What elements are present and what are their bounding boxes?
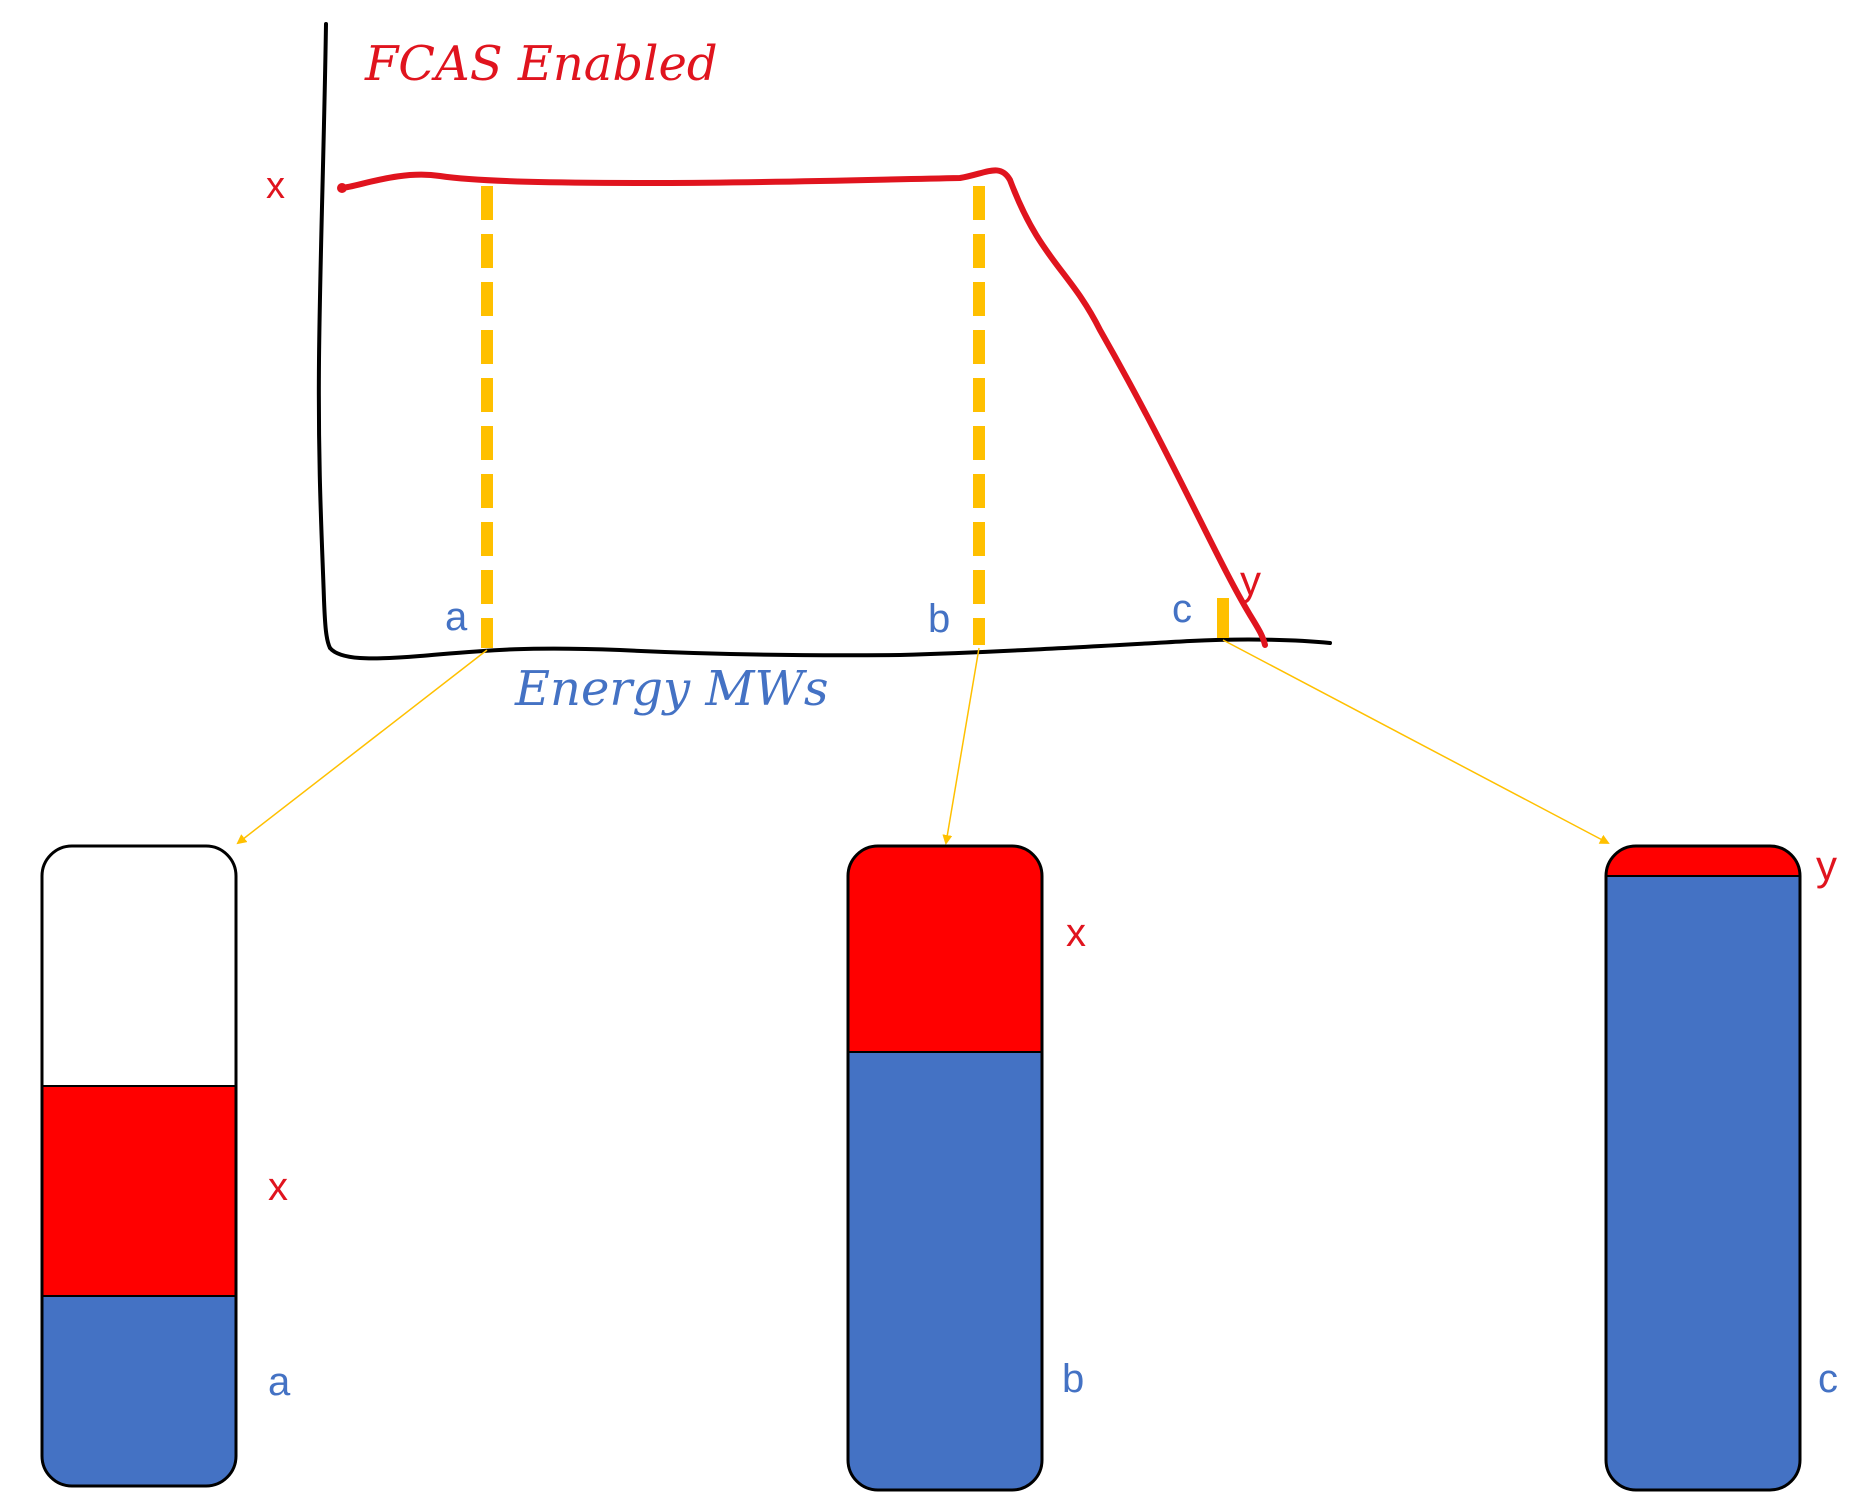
- bar-c-c-label: c: [1818, 1357, 1838, 1401]
- x-axis: [328, 637, 1332, 661]
- bar-a-outline: [40, 844, 238, 1488]
- curve-label-x: x: [266, 165, 285, 207]
- bar-a-a-label: a: [268, 1360, 291, 1404]
- bar-c-y-label: y: [1816, 842, 1837, 889]
- arrow-c: [1222, 639, 1610, 844]
- bar-b-outline: [846, 844, 1044, 1492]
- bar-a-x-label: x: [268, 1165, 288, 1209]
- x-axis-label: Energy MWs: [514, 661, 829, 717]
- bar-c-y-segment: [1606, 846, 1800, 876]
- marker-label-a: a: [445, 595, 468, 639]
- bar-b-b-label: b: [1062, 1357, 1084, 1401]
- marker-label-c: c: [1172, 587, 1192, 631]
- bar-a-empty-segment: [42, 846, 236, 1086]
- bar-b: [846, 844, 1044, 1492]
- bar-b-x-segment: [848, 846, 1042, 1052]
- marker-label-b: b: [928, 597, 950, 641]
- bar-a-a-segment: [42, 1296, 236, 1486]
- bar-a: [40, 844, 238, 1488]
- bar-c: [1604, 844, 1802, 1492]
- arrow-b: [942, 647, 980, 845]
- bar-a-x-segment: [42, 1086, 236, 1296]
- bar-b-x-label: x: [1066, 911, 1086, 955]
- y-axis: [316, 22, 332, 650]
- arrow-a: [236, 649, 488, 845]
- bar-b-b-segment: [848, 1052, 1042, 1490]
- chart-title: FCAS Enabled: [364, 36, 718, 92]
- curve-start-dot: [337, 183, 347, 193]
- fcas-curve: [339, 167, 1268, 648]
- curve-label-y: y: [1240, 557, 1261, 604]
- bar-c-c-segment: [1606, 876, 1800, 1490]
- bar-c-outline: [1604, 844, 1802, 1492]
